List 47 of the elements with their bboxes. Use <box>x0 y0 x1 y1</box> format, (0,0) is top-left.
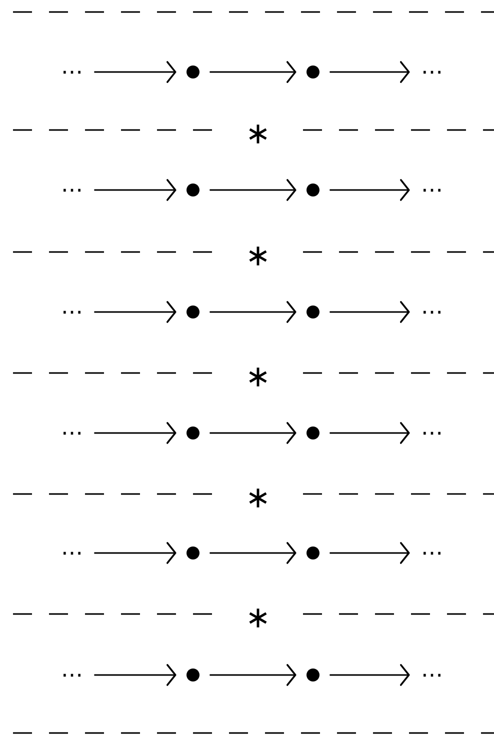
asterisk: ∗ <box>249 488 267 508</box>
ellipsis: ⋯ <box>424 674 440 677</box>
arrow <box>330 664 410 686</box>
arrow <box>94 542 176 564</box>
arrow <box>210 422 296 444</box>
dot <box>306 426 320 440</box>
arrow <box>330 542 410 564</box>
dot <box>306 66 320 78</box>
arrow <box>210 179 296 201</box>
ellipsis: ⋯ <box>424 310 440 314</box>
arrow <box>94 664 176 686</box>
arrow <box>330 179 410 201</box>
arrow <box>210 301 296 323</box>
ellipsis: ⋯ <box>64 188 80 192</box>
arrow <box>210 664 296 686</box>
dot <box>186 668 200 682</box>
arrow <box>94 301 176 323</box>
asterisk: ∗ <box>249 608 267 628</box>
ellipsis: ⋯ <box>424 188 440 192</box>
ellipsis: ⋯ <box>64 674 80 677</box>
ellipsis: ⋯ <box>64 70 80 74</box>
ellipsis: ⋯ <box>424 432 440 435</box>
arrow <box>94 61 176 83</box>
dot <box>306 306 320 318</box>
ellipsis: ⋯ <box>424 552 440 555</box>
ellipsis: ⋯ <box>64 552 80 555</box>
dot <box>186 66 200 78</box>
arrow <box>94 179 176 201</box>
dot <box>186 546 200 560</box>
dot <box>186 426 200 440</box>
arrow <box>210 542 296 564</box>
arrow <box>330 61 410 83</box>
asterisk: ∗ <box>249 124 267 144</box>
arrow <box>210 61 296 83</box>
ellipsis: ⋯ <box>424 70 440 74</box>
ellipsis: ⋯ <box>64 310 80 314</box>
arrow <box>94 422 176 444</box>
dot <box>306 184 320 196</box>
asterisk: ∗ <box>249 368 267 386</box>
dot <box>186 184 200 196</box>
arrow <box>330 301 410 323</box>
dot <box>306 668 320 682</box>
asterisk: ∗ <box>249 246 267 266</box>
dot <box>306 546 320 560</box>
arrow <box>330 422 410 444</box>
ellipsis: ⋯ <box>64 432 80 435</box>
dot <box>186 306 200 318</box>
